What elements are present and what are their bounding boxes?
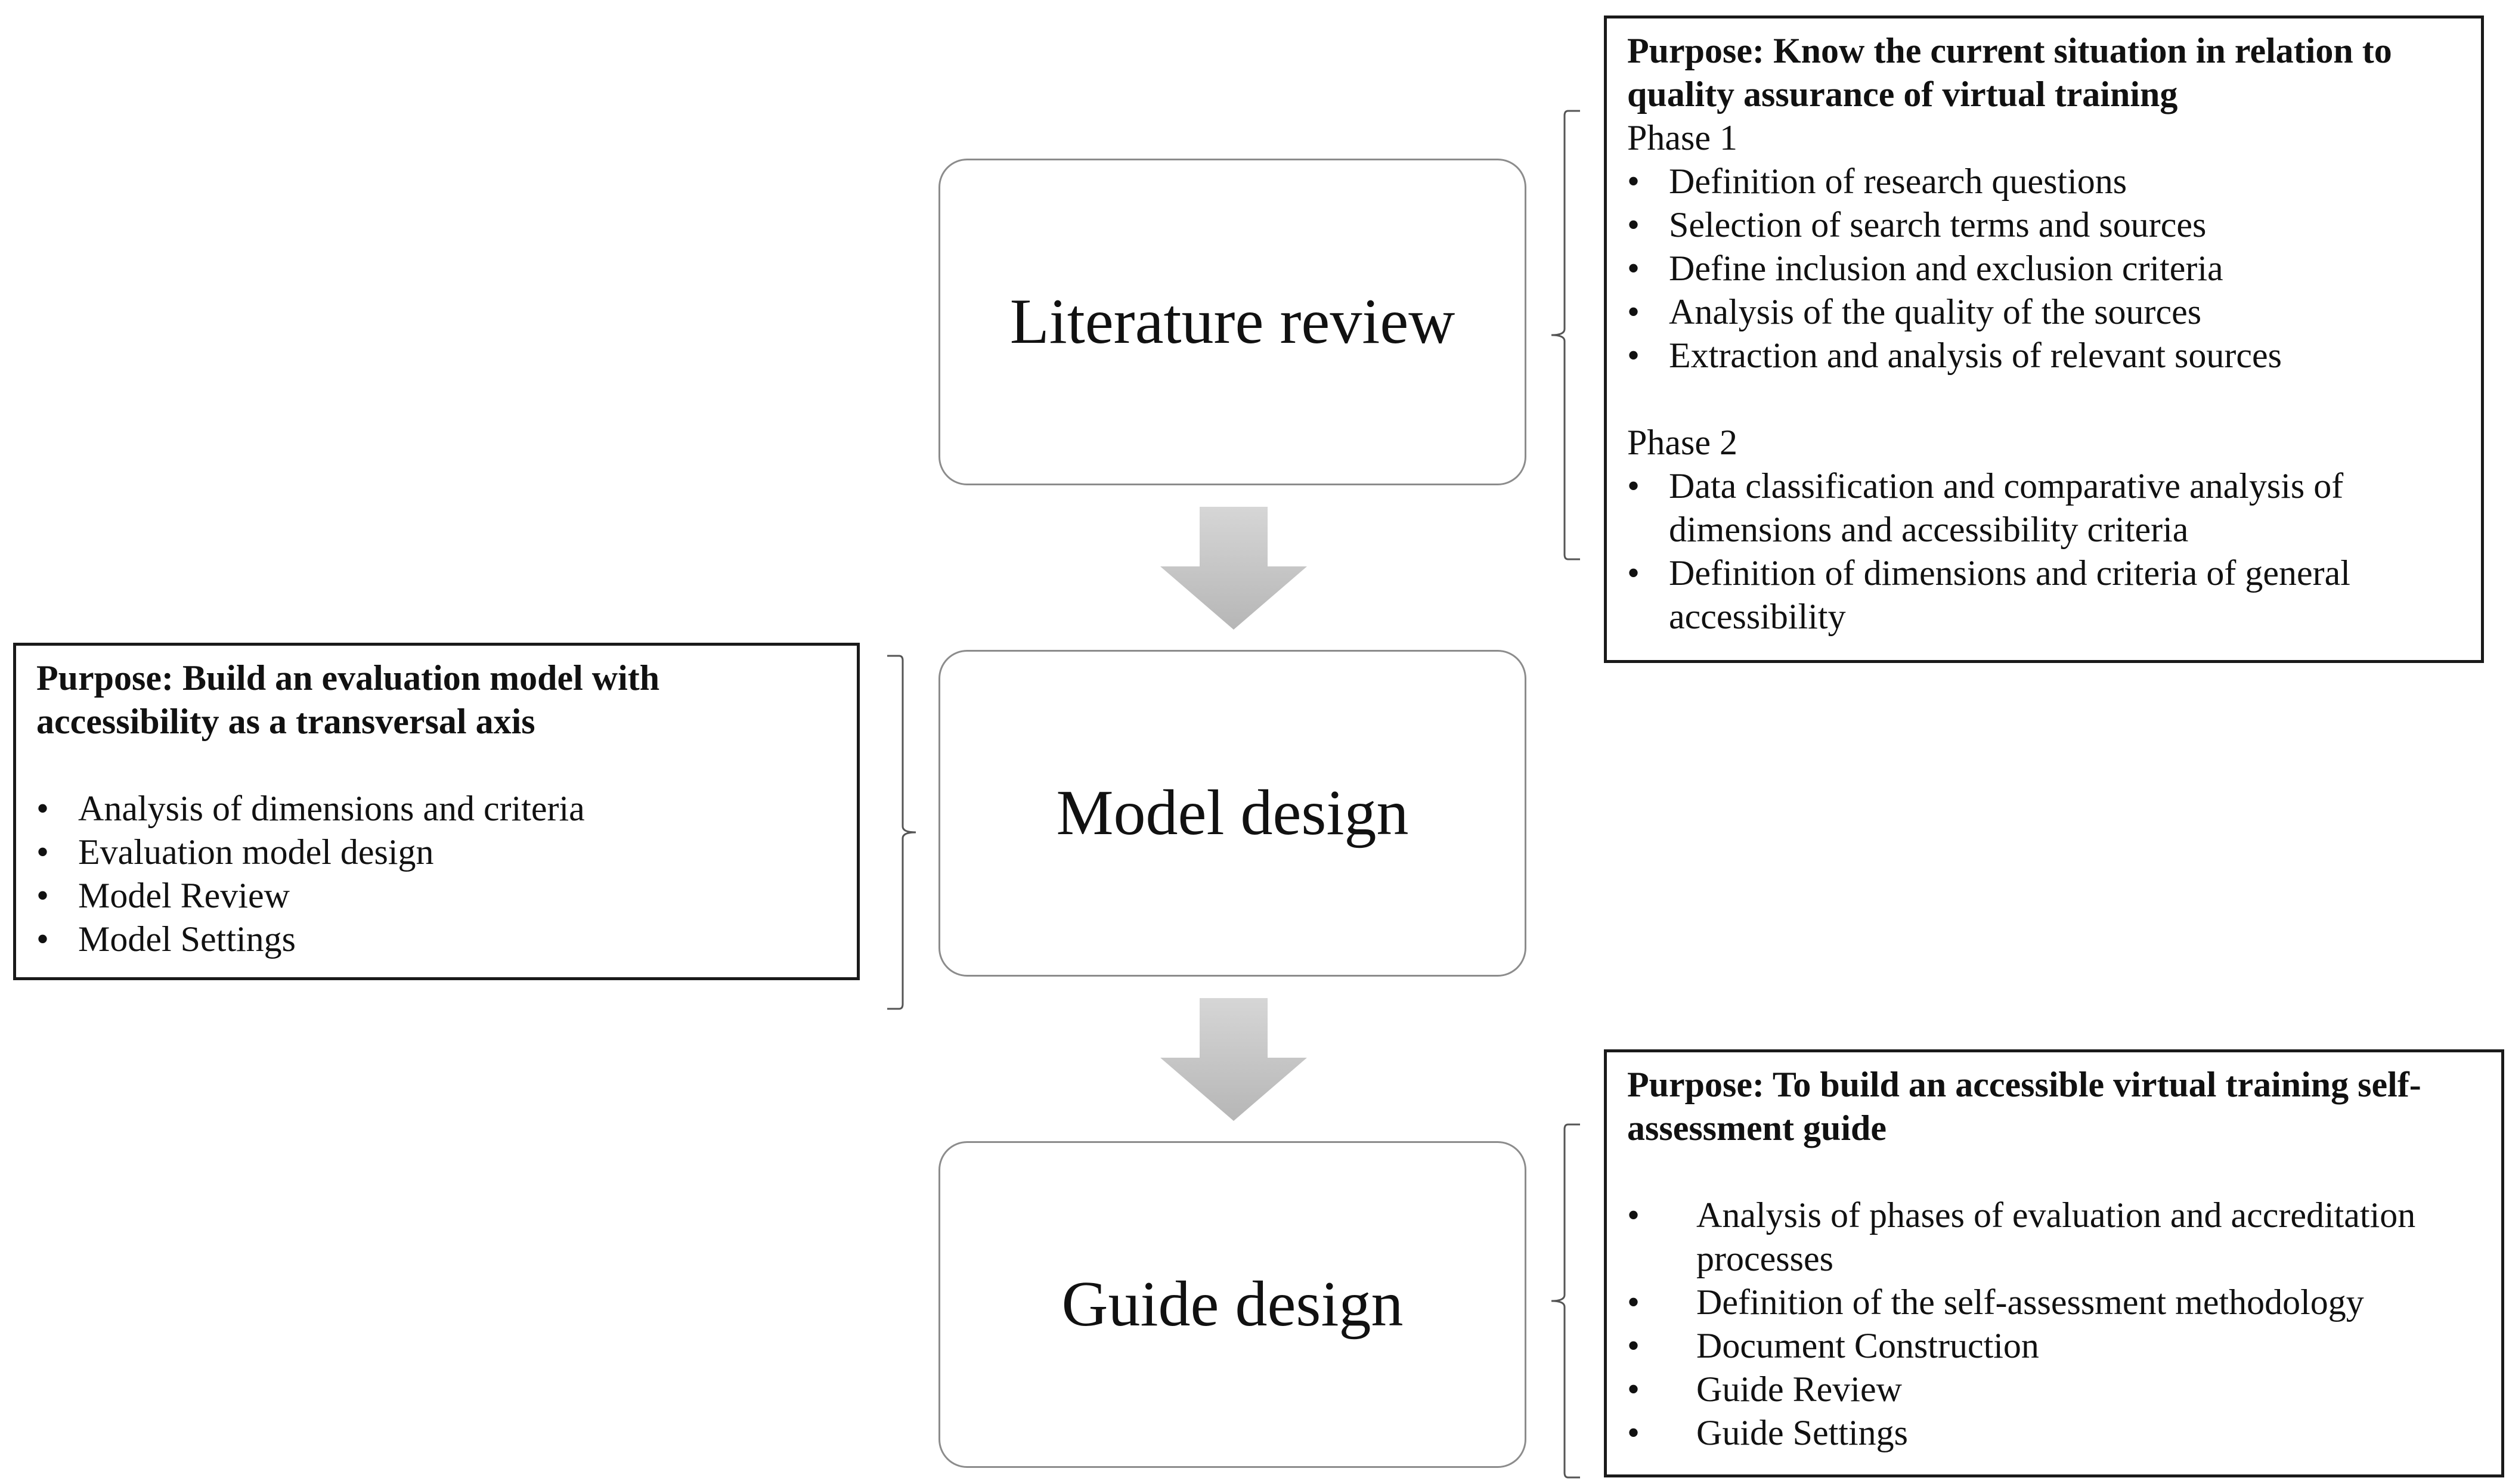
list-item-text: Extraction and analysis of relevant sour… (1669, 336, 2282, 375)
list-item-text: Guide Settings (1696, 1413, 1908, 1452)
list-item-text: Definition of dimensions and criteria of… (1669, 553, 2350, 636)
stage-guide-design: Guide design (938, 1141, 1526, 1468)
list-item: • Extraction and analysis of relevant sou… (1627, 334, 2461, 377)
literature-purpose-box: Purpose: Know the current situation in r… (1604, 16, 2484, 663)
guide-purpose-box: Purpose: To build an accessible virtual … (1604, 1049, 2504, 1477)
bullet-icon: • (36, 919, 49, 959)
phase-2-label: Phase 2 (1627, 423, 1737, 462)
bullet-icon: • (1627, 1195, 1640, 1235)
down-arrow-icon (1160, 998, 1307, 1121)
bullet-icon: • (1627, 249, 1640, 288)
list-item: • Document Construction (1627, 1324, 2481, 1368)
stage-model-design-label: Model design (1056, 777, 1409, 848)
list-item: • Selection of search terms and sources (1627, 203, 2461, 247)
list-item-text: Analysis of phases of evaluation and acc… (1696, 1195, 2416, 1278)
stage-guide-design-label: Guide design (1061, 1269, 1404, 1340)
list-item-text: Analysis of the quality of the sources (1669, 292, 2202, 332)
brace-guide (1551, 1123, 1580, 1479)
list-item-text: Definition of the self-assessment method… (1696, 1282, 2364, 1322)
list-item-text: Define inclusion and exclusion criteria (1669, 249, 2223, 288)
bullet-icon: • (1627, 1282, 1640, 1322)
stage-model-design: Model design (938, 650, 1526, 977)
list-item: • Analysis of dimensions and criteria (36, 787, 837, 831)
list-item: • Data classification and comparative ana… (1627, 464, 2461, 552)
list-item-text: Model Settings (78, 919, 296, 959)
guide-purpose-text: Purpose: To build an accessible virtual … (1627, 1065, 2421, 1148)
list-item: • Guide Review (1627, 1368, 2481, 1411)
list-item: • Model Review (36, 874, 837, 918)
list-item: • Model Settings (36, 918, 837, 961)
list-item-text: Definition of research questions (1669, 162, 2127, 201)
model-purpose-box: Purpose: Build an evaluation model with … (13, 643, 860, 980)
list-item: • Guide Settings (1627, 1411, 2481, 1455)
bullet-icon: • (1627, 292, 1640, 332)
stage-literature-review: Literature review (938, 159, 1526, 485)
literature-purpose-text: Purpose: Know the current situation in r… (1627, 31, 2392, 114)
bullet-icon: • (36, 789, 49, 828)
stage-literature-review-label: Literature review (1009, 286, 1455, 357)
model-task-list: • Analysis of dimensions and criteria • Eva… (36, 787, 837, 961)
model-purpose-text: Purpose: Build an evaluation model with … (36, 658, 660, 741)
brace-literature (1551, 110, 1580, 560)
list-item: • Define inclusion and exclusion criteria (1627, 247, 2461, 290)
brace-model (887, 655, 916, 1010)
list-item-text: Evaluation model design (78, 832, 434, 872)
bullet-icon: • (1627, 162, 1640, 201)
bullet-icon: • (1627, 553, 1640, 593)
phase-1-list: • Definition of research questions • Select… (1627, 160, 2461, 377)
list-item: • Definition of research questions (1627, 160, 2461, 203)
bullet-icon: • (1627, 205, 1640, 244)
list-item: • Evaluation model design (36, 831, 837, 874)
bullet-icon: • (1627, 1370, 1640, 1409)
list-item-text: Guide Review (1696, 1370, 1902, 1409)
list-item-text: Analysis of dimensions and criteria (78, 789, 585, 828)
list-item: • Analysis of phases of evaluation and ac… (1627, 1194, 2481, 1281)
list-item-text: Selection of search terms and sources (1669, 205, 2207, 244)
bullet-icon: • (1627, 336, 1640, 375)
down-arrow-icon (1160, 507, 1307, 630)
bullet-icon: • (1627, 466, 1640, 506)
list-item-text: Model Review (78, 876, 290, 915)
bullet-icon: • (1627, 1413, 1640, 1452)
list-item: • Definition of the self-assessment metho… (1627, 1281, 2481, 1324)
bullet-icon: • (36, 832, 49, 872)
phase-2-list: • Data classification and comparative ana… (1627, 464, 2461, 639)
list-item-text: Document Construction (1696, 1326, 2039, 1365)
list-item: • Analysis of the quality of the sources (1627, 290, 2461, 334)
guide-task-list: • Analysis of phases of evaluation and ac… (1627, 1194, 2481, 1455)
list-item: • Definition of dimensions and criteria o… (1627, 552, 2461, 639)
bullet-icon: • (1627, 1326, 1640, 1365)
list-item-text: Data classification and comparative anal… (1669, 466, 2344, 549)
phase-1-label: Phase 1 (1627, 118, 1737, 157)
bullet-icon: • (36, 876, 49, 915)
